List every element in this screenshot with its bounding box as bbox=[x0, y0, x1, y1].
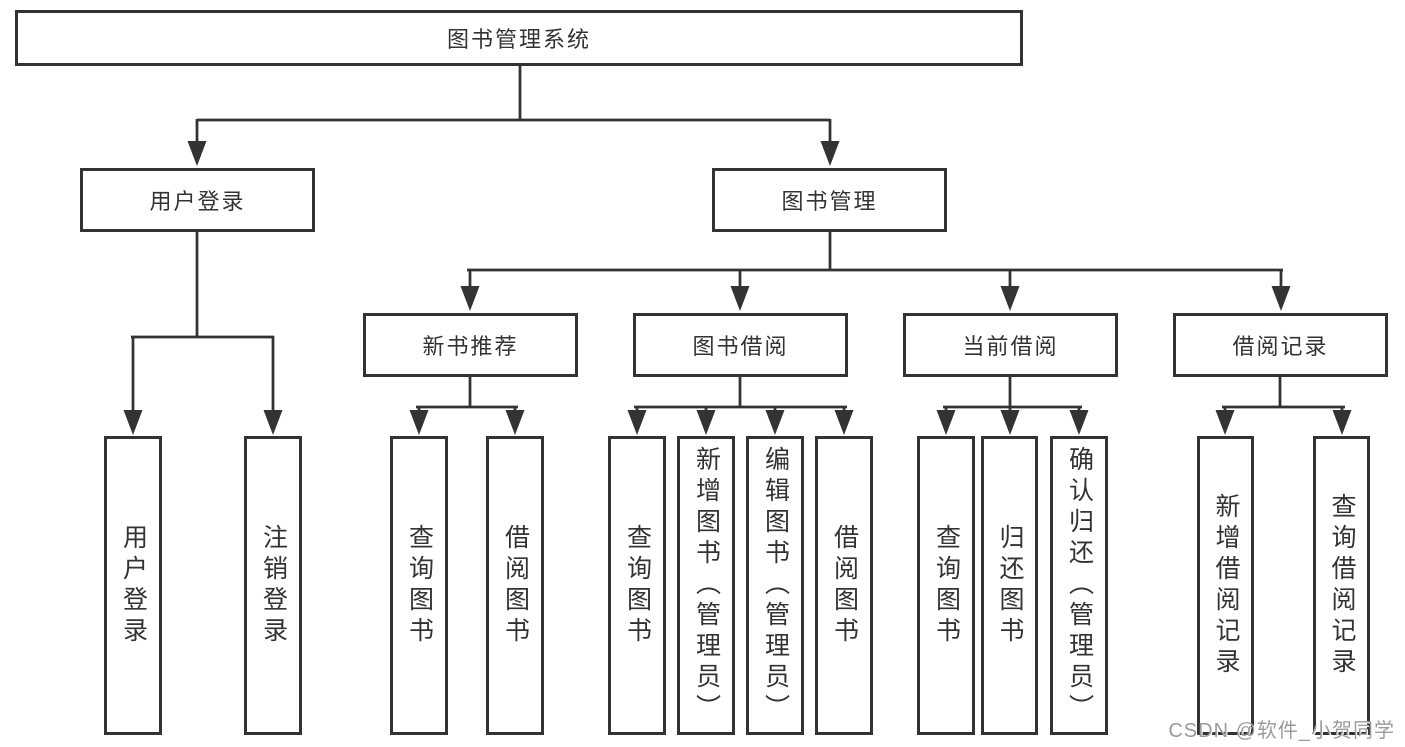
node-leaf-bb-borrow-books-label: 借阅图书 bbox=[830, 523, 859, 648]
node-leaf-bb-add-books-admin: 新增图书（管理员） bbox=[677, 436, 735, 735]
node-leaf-bb-edit-books-admin: 编辑图书（管理员） bbox=[746, 436, 804, 735]
node-leaf-cb-confirm-return-admin: 确认归还（管理员） bbox=[1050, 436, 1108, 735]
node-root: 图书管理系统 bbox=[15, 10, 1023, 66]
csdn-watermark: CSDN @软件_小贺同学 bbox=[1168, 720, 1395, 742]
node-leaf-user-login: 用户登录 bbox=[104, 436, 162, 735]
node-leaf-cb-return-books: 归还图书 bbox=[981, 436, 1038, 735]
node-leaf-rec-borrow-books: 借阅图书 bbox=[486, 436, 544, 735]
node-book-borrow-label: 图书借阅 bbox=[692, 334, 789, 359]
node-leaf-bb-edit-books-admin-label: 编辑图书（管理员） bbox=[761, 446, 790, 725]
node-borrow-records-label: 借阅记录 bbox=[1232, 334, 1329, 359]
node-leaf-br-add-record-label: 新增借阅记录 bbox=[1212, 492, 1240, 679]
node-current-borrow: 当前借阅 bbox=[903, 313, 1118, 377]
node-current-borrow-label: 当前借阅 bbox=[962, 334, 1059, 359]
node-leaf-bb-query-books-label: 查询图书 bbox=[623, 523, 652, 648]
node-leaf-br-query-record: 查询借阅记录 bbox=[1313, 436, 1370, 735]
node-leaf-cb-query-books: 查询图书 bbox=[917, 436, 975, 735]
node-book-borrow: 图书借阅 bbox=[633, 313, 848, 377]
node-leaf-bb-add-books-admin-label: 新增图书（管理员） bbox=[692, 446, 721, 725]
node-borrow-records: 借阅记录 bbox=[1173, 313, 1388, 377]
node-root-label: 图书管理系统 bbox=[446, 27, 591, 52]
node-user-login: 用户登录 bbox=[80, 168, 315, 232]
node-leaf-bb-borrow-books: 借阅图书 bbox=[815, 436, 873, 735]
node-leaf-br-add-record: 新增借阅记录 bbox=[1197, 436, 1254, 735]
node-leaf-rec-borrow-books-label: 借阅图书 bbox=[501, 523, 530, 648]
node-leaf-bb-query-books: 查询图书 bbox=[608, 436, 666, 735]
node-leaf-cb-query-books-label: 查询图书 bbox=[932, 523, 961, 648]
node-leaf-rec-query-books: 查询图书 bbox=[390, 436, 448, 735]
node-leaf-logout: 注销登录 bbox=[244, 436, 302, 735]
node-leaf-user-login-label: 用户登录 bbox=[119, 523, 148, 648]
node-leaf-br-query-record-label: 查询借阅记录 bbox=[1328, 492, 1356, 679]
node-book-management-label: 图书管理 bbox=[781, 189, 878, 214]
node-user-login-label: 用户登录 bbox=[149, 189, 246, 214]
node-new-book-recommend-label: 新书推荐 bbox=[422, 334, 519, 359]
node-leaf-logout-label: 注销登录 bbox=[259, 523, 288, 648]
node-new-book-recommend: 新书推荐 bbox=[363, 313, 578, 377]
node-leaf-cb-return-books-label: 归还图书 bbox=[996, 523, 1024, 648]
node-book-management: 图书管理 bbox=[712, 168, 947, 232]
node-leaf-rec-query-books-label: 查询图书 bbox=[405, 523, 434, 648]
node-leaf-cb-confirm-return-admin-label: 确认归还（管理员） bbox=[1065, 446, 1094, 725]
